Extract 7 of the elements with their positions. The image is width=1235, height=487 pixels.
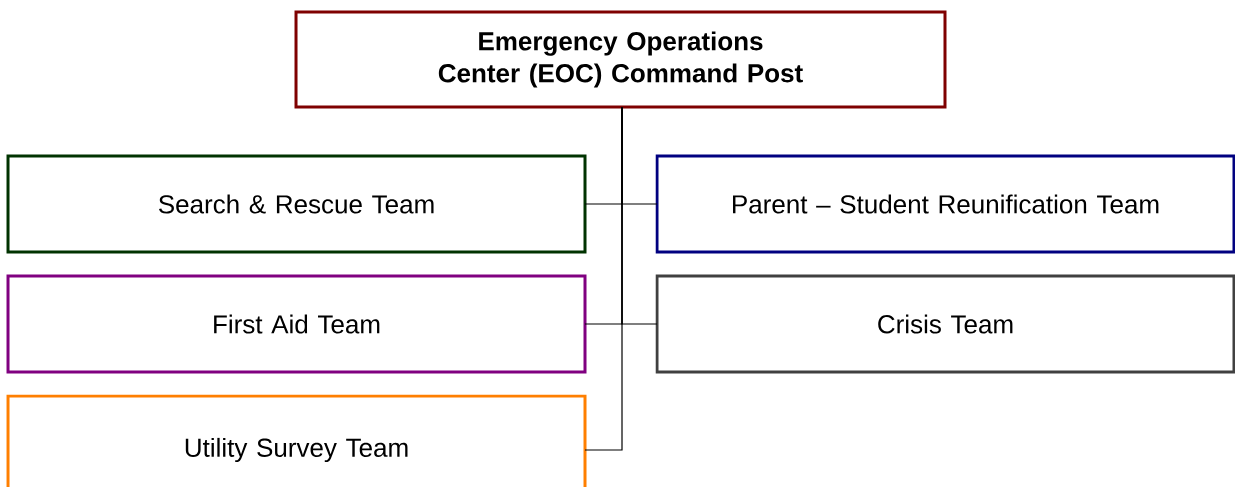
team-box: Utility Survey Team bbox=[6, 394, 587, 487]
team-box: Crisis Team bbox=[655, 274, 1235, 374]
team-box: Emergency Operations Center (EOC) Command Post bbox=[294, 10, 947, 109]
team-box: Search & Rescue Team bbox=[6, 154, 587, 254]
connector-line bbox=[584, 106, 623, 451]
team-box: Parent – Student Reunification Team bbox=[655, 154, 1235, 254]
team-box: First Aid Team bbox=[6, 274, 587, 374]
